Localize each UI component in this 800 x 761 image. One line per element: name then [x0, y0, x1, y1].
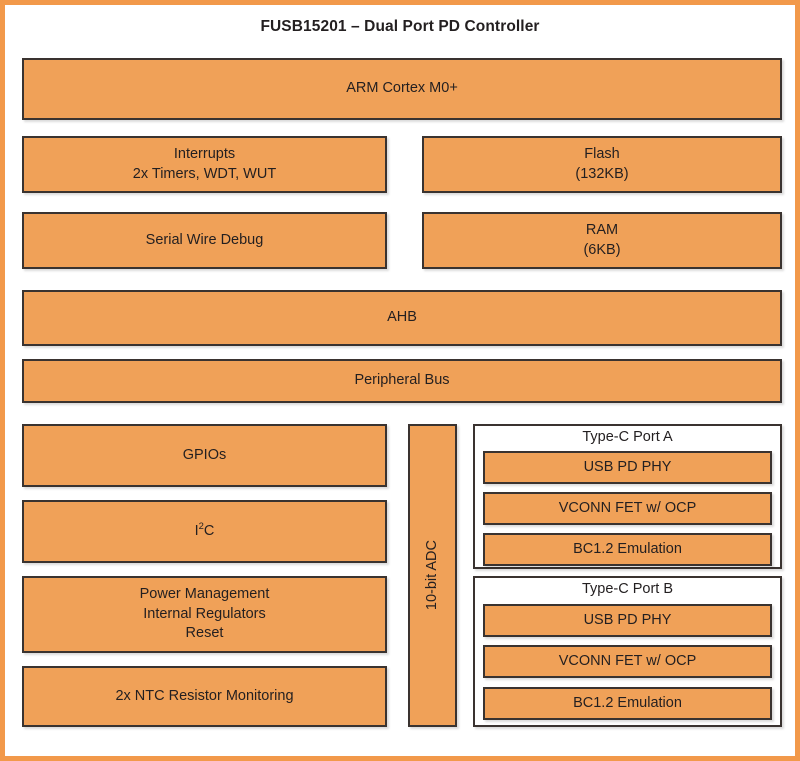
block-serial-wire-debug-label: Serial Wire Debug — [145, 231, 264, 248]
block-flash: Flash (132KB) — [422, 136, 782, 193]
block-serial-wire-debug: Serial Wire Debug — [22, 212, 387, 269]
block-port-a-bc12-emulation: BC1.2 Emulation — [483, 533, 772, 566]
block-i2c-suffix: C — [203, 522, 215, 539]
block-interrupts-line1: Interrupts — [173, 145, 236, 162]
block-ram: RAM (6KB) — [422, 212, 782, 269]
block-port-a-bc12-emulation-label: BC1.2 Emulation — [573, 540, 682, 557]
diagram-title: FUSB15201 – Dual Port PD Controller — [260, 18, 540, 35]
block-port-a-usb-pd-phy: USB PD PHY — [483, 451, 772, 484]
block-port-a-vconn-fet-label: VCONN FET w/ OCP — [558, 499, 697, 516]
block-port-b-bc12-emulation: BC1.2 Emulation — [483, 687, 772, 720]
block-power-management: Power Management Internal Regulators Res… — [22, 576, 387, 653]
block-ram-line2: (6KB) — [583, 241, 621, 258]
block-interrupts: Interrupts 2x Timers, WDT, WUT — [22, 136, 387, 193]
block-interrupts-line2: 2x Timers, WDT, WUT — [132, 165, 277, 182]
block-10bit-adc: 10-bit ADC — [408, 424, 457, 727]
block-flash-line1: Flash — [584, 145, 620, 162]
block-i2c-prefix: I — [194, 522, 199, 539]
block-gpios-label: GPIOs — [182, 446, 227, 463]
block-power-management-line3: Reset — [185, 625, 224, 642]
block-ram-line1: RAM — [585, 221, 619, 238]
block-flash-line2: (132KB) — [575, 165, 629, 182]
block-ntc-resistor-monitoring-label: 2x NTC Resistor Monitoring — [115, 687, 294, 704]
group-type-c-port-b-title: Type-C Port B — [581, 581, 674, 597]
block-ahb-label: AHB — [387, 309, 417, 326]
block-i2c: I2C — [22, 500, 387, 563]
block-ntc-resistor-monitoring: 2x NTC Resistor Monitoring — [22, 666, 387, 727]
block-gpios: GPIOs — [22, 424, 387, 487]
block-port-b-bc12-emulation-label: BC1.2 Emulation — [573, 694, 682, 711]
block-i2c-label: I2C — [194, 519, 215, 542]
block-arm-cortex-m0: ARM Cortex M0+ — [22, 58, 782, 120]
block-i2c-superscript: 2 — [198, 519, 204, 531]
block-arm-cortex-m0-label: ARM Cortex M0+ — [346, 80, 458, 97]
block-port-a-usb-pd-phy-label: USB PD PHY — [583, 458, 672, 475]
block-port-b-usb-pd-phy: USB PD PHY — [483, 604, 772, 637]
block-power-management-line1: Power Management — [139, 586, 270, 603]
block-peripheral-bus-label: Peripheral Bus — [354, 372, 450, 389]
block-ahb: AHB — [22, 290, 782, 346]
block-port-b-vconn-fet: VCONN FET w/ OCP — [483, 645, 772, 678]
block-port-b-usb-pd-phy-label: USB PD PHY — [583, 611, 672, 628]
block-port-b-vconn-fet-label: VCONN FET w/ OCP — [558, 652, 697, 669]
block-10bit-adc-label: 10-bit ADC — [423, 540, 440, 611]
block-port-a-vconn-fet: VCONN FET w/ OCP — [483, 492, 772, 525]
block-power-management-line2: Internal Regulators — [143, 605, 266, 622]
block-peripheral-bus: Peripheral Bus — [22, 359, 782, 403]
group-type-c-port-a-title: Type-C Port A — [582, 429, 673, 445]
